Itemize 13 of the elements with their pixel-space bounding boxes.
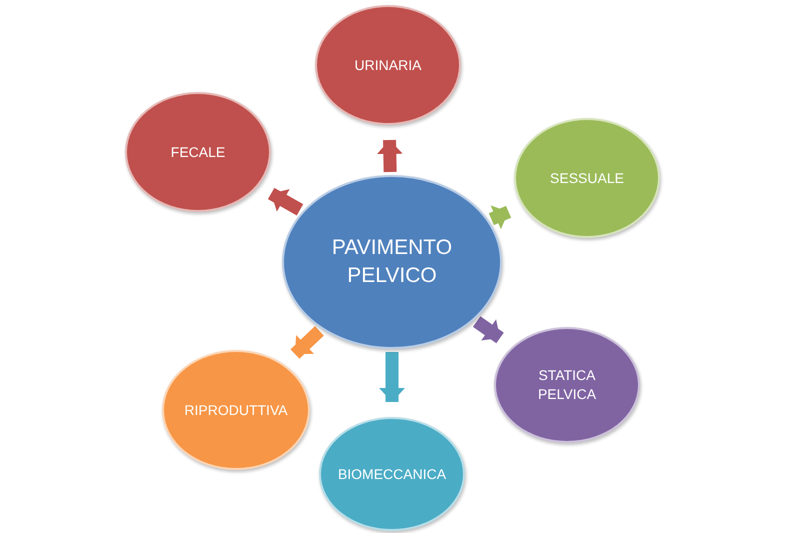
node-label: FECALE (170, 142, 226, 162)
block-arrow (290, 326, 324, 359)
node-label: RIPRODUTTIVA (183, 400, 289, 420)
node-label: SESSUALE (549, 168, 625, 188)
block-arrow (488, 205, 512, 230)
block-arrow (472, 316, 504, 344)
node-label: URINARIA (354, 56, 422, 74)
block-arrow (379, 352, 405, 402)
block-arrow (268, 188, 304, 216)
block-arrow (376, 140, 403, 172)
node-label: STATICA PELVICA (536, 366, 598, 404)
node-label: BIOMECCANICA (336, 464, 448, 484)
node-label: PAVIMENTO PELVICO (330, 234, 454, 289)
